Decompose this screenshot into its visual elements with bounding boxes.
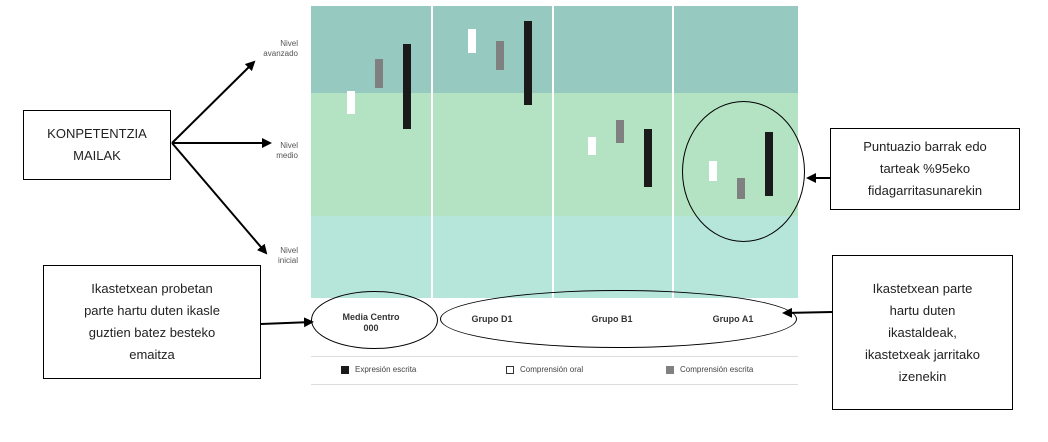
callout-line: fidagarritasunarekin (867, 183, 983, 198)
level-label-line: Nivel (280, 141, 298, 150)
callout-line: MAILAK (73, 148, 121, 163)
level-label-avanzado: Nivel avanzado (238, 39, 298, 59)
bar-comprensi-n-oral-2 (588, 137, 596, 155)
ellipse-confidence-bars (682, 101, 805, 242)
arrow-to-grupos (782, 307, 833, 318)
callout-line: parte hartu duten ikasle (84, 303, 220, 318)
callout-line: emaitza (129, 347, 175, 362)
callout-puntuazio-barrak: Puntuazio barrak edo tarteak %95eko fida… (830, 128, 1020, 210)
callout-konpetentzia-mailak: KONPETENTZIA MAILAK (23, 110, 171, 180)
group-divider (431, 6, 433, 298)
bar-comprensi-n-oral-0 (347, 90, 355, 115)
group-divider (672, 6, 674, 298)
band-nivel-avanzado (311, 6, 798, 93)
bar-comprensi-n-escrita-0 (375, 58, 383, 88)
bar-comprensi-n-escrita-1 (495, 41, 504, 71)
level-label-line: inicial (277, 256, 298, 265)
legend-swatch (506, 365, 514, 374)
bar-expresi-n-escrita-0 (403, 43, 411, 129)
arrow-to-nivel-inicial (171, 142, 268, 255)
callout-line: tarteak %95eko (879, 161, 971, 176)
callout-line: Puntuazio barrak edo (863, 139, 987, 154)
legend-label: Comprensión escrita (680, 365, 754, 374)
arrow-to-nivel-avanzado (171, 60, 256, 144)
legend-label: Comprensión oral (520, 365, 584, 374)
callout-line: Ikastetxean probetan (91, 281, 213, 296)
legend-item-expresion-escrita: Expresión escrita (341, 365, 416, 374)
level-label-line: avanzado (263, 49, 298, 58)
legend-label: Expresión escrita (355, 365, 417, 374)
group-divider (552, 6, 554, 298)
bar-comprensi-n-oral-1 (467, 29, 476, 53)
legend-item-comprension-escrita: Comprensión escrita (666, 365, 753, 374)
callout-line: izenekin (898, 368, 947, 384)
bar-expresi-n-escrita-2 (644, 128, 652, 188)
callout-line: ikastetxeak jarritako (865, 346, 980, 362)
level-label-line: medio (276, 151, 298, 160)
callout-line: hartu duten (889, 302, 956, 318)
chart-legend: Expresión escrita Comprensión oral Compr… (311, 356, 798, 385)
level-label-line: Nivel (280, 39, 298, 48)
level-label-inicial: Nivel inicial (238, 246, 298, 266)
level-label-medio: Nivel medio (238, 141, 298, 161)
legend-swatch (666, 365, 674, 374)
callout-line: ikastaldeak, (888, 324, 957, 340)
bar-comprensi-n-escrita-2 (616, 119, 624, 144)
callout-ikastetxean-parte: Ikastetxean parte hartu duten ikastaldea… (832, 255, 1013, 410)
ellipse-grupos (440, 290, 797, 348)
level-label-line: Nivel (280, 246, 298, 255)
arrow-to-media-centro (260, 317, 314, 328)
callout-line: KONPETENTZIA (47, 126, 147, 141)
callout-line: guztien batez besteko (88, 325, 216, 340)
legend-swatch (341, 365, 349, 374)
callout-ikastetxean-probetan: Ikastetxean probetan parte hartu duten i… (43, 265, 261, 379)
callout-line: Ikastetxean parte (872, 280, 973, 296)
bar-expresi-n-escrita-1 (523, 20, 532, 106)
legend-item-comprension-oral: Comprensión oral (506, 365, 583, 374)
